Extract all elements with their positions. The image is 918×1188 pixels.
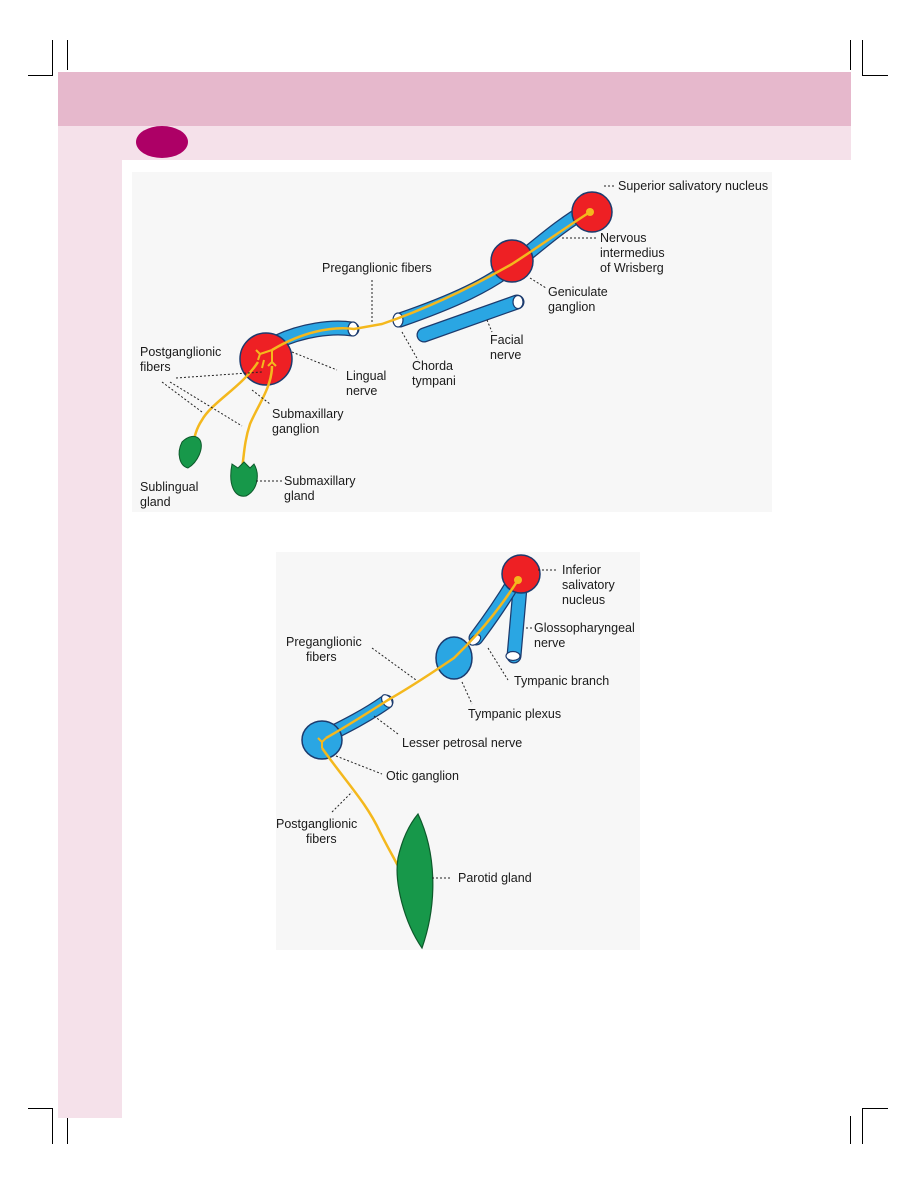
label-glossopharyngeal-nerve: nerve (534, 636, 565, 650)
leader-line (373, 715, 399, 735)
label-tympanic-branch: Tympanic branch (514, 674, 609, 688)
crop-mark (862, 40, 863, 76)
label-facial-nerve: Facial (490, 333, 523, 347)
facial-nerve-cut-end (512, 294, 524, 310)
label-sublingual-gland: Sublingual (140, 480, 198, 494)
nucleus-dot (586, 208, 594, 216)
crop-mark (52, 1108, 53, 1144)
label-lesser-petrosal-nerve: Lesser petrosal nerve (402, 736, 522, 750)
tympanic-branch-cut-end (468, 634, 482, 646)
label-chorda-tympani: Chorda (412, 359, 453, 373)
label-lingual-nerve: nerve (346, 384, 377, 398)
leader-line (401, 331, 419, 361)
label-submaxillary-ganglion: ganglion (272, 422, 319, 436)
submaxillary-gland (230, 461, 258, 497)
sub-header-band (58, 126, 851, 160)
crop-mark (850, 1116, 851, 1144)
inferior-salivatory-nucleus (501, 554, 541, 594)
label-geniculate-ganglion: ganglion (548, 300, 595, 314)
parotid-gland (396, 812, 434, 950)
header-band (58, 72, 851, 126)
synapse-fork (255, 349, 277, 369)
leader-line (529, 277, 547, 289)
leader-line (371, 647, 417, 681)
crop-mark (850, 40, 851, 70)
label-tympanic-plexus: Tympanic plexus (468, 707, 561, 721)
label-lingual-nerve: Lingual (346, 369, 386, 383)
label-preganglionic-fibers: Preganglionic fibers (322, 261, 432, 275)
label-submaxillary-gland: Submaxillary (284, 474, 356, 488)
preganglionic-fiber (271, 210, 591, 352)
label-sublingual-gland: gland (140, 495, 171, 509)
label-postganglionic-fibers: Postganglionic (276, 817, 357, 831)
crop-mark (52, 40, 53, 76)
glossopharyngeal-cut-end (505, 650, 521, 662)
panel-background (132, 172, 772, 512)
side-band (58, 160, 122, 1118)
geniculate-ganglion (490, 239, 534, 283)
leader-line (161, 381, 203, 413)
label-facial-nerve: nerve (490, 348, 521, 362)
label-superior-salivatory-nucleus: Superior salivatory nucleus (618, 179, 768, 193)
synapse-fork (317, 737, 327, 748)
leader-line (335, 755, 383, 775)
diagram-top: Superior salivatory nucleus Nervous inte… (132, 172, 772, 512)
postganglionic-fiber-submaxillary (240, 365, 274, 469)
leader-line (291, 351, 338, 371)
crop-mark (67, 1116, 68, 1144)
chapter-badge (136, 126, 188, 158)
crop-mark (67, 40, 68, 70)
preganglionic-fiber (325, 579, 520, 740)
label-submaxillary-ganglion: Submaxillary (272, 407, 344, 421)
nucleus-dot (514, 576, 522, 584)
label-inferior-salivatory-nucleus: salivatory (562, 578, 616, 592)
submaxillary-ganglion (239, 332, 293, 386)
label-otic-ganglion: Otic ganglion (386, 769, 459, 783)
crop-mark (28, 75, 52, 76)
label-preganglionic-fibers: Preganglionic (286, 635, 362, 649)
crop-mark (28, 1108, 52, 1109)
crop-mark (862, 1108, 888, 1109)
label-chorda-tympani: tympani (412, 374, 456, 388)
label-parotid-gland: Parotid gland (458, 871, 532, 885)
label-nervous-intermedius: of Wrisberg (600, 261, 664, 275)
otic-ganglion (301, 720, 343, 760)
label-postganglionic-fibers: fibers (140, 360, 171, 374)
label-postganglionic-fibers: Postganglionic (140, 345, 221, 359)
label-nervous-intermedius: Nervous (600, 231, 647, 245)
label-geniculate-ganglion: Geniculate (548, 285, 608, 299)
crop-mark (862, 1108, 863, 1144)
label-inferior-salivatory-nucleus: Inferior (562, 563, 601, 577)
label-glossopharyngeal-nerve: Glossopharyngeal (534, 621, 635, 635)
label-nervous-intermedius: intermedius (600, 246, 665, 260)
label-preganglionic-fibers: fibers (306, 650, 337, 664)
leader-line (461, 681, 473, 705)
sublingual-gland (178, 435, 202, 469)
crop-mark (862, 75, 888, 76)
label-postganglionic-fibers: fibers (306, 832, 337, 846)
diagram-bottom: Inferior salivatory nucleus Glossopharyn… (276, 552, 640, 950)
leader-line (331, 791, 353, 813)
postganglionic-fiber (320, 747, 400, 867)
label-inferior-salivatory-nucleus: nucleus (562, 593, 605, 607)
label-submaxillary-gland: gland (284, 489, 315, 503)
